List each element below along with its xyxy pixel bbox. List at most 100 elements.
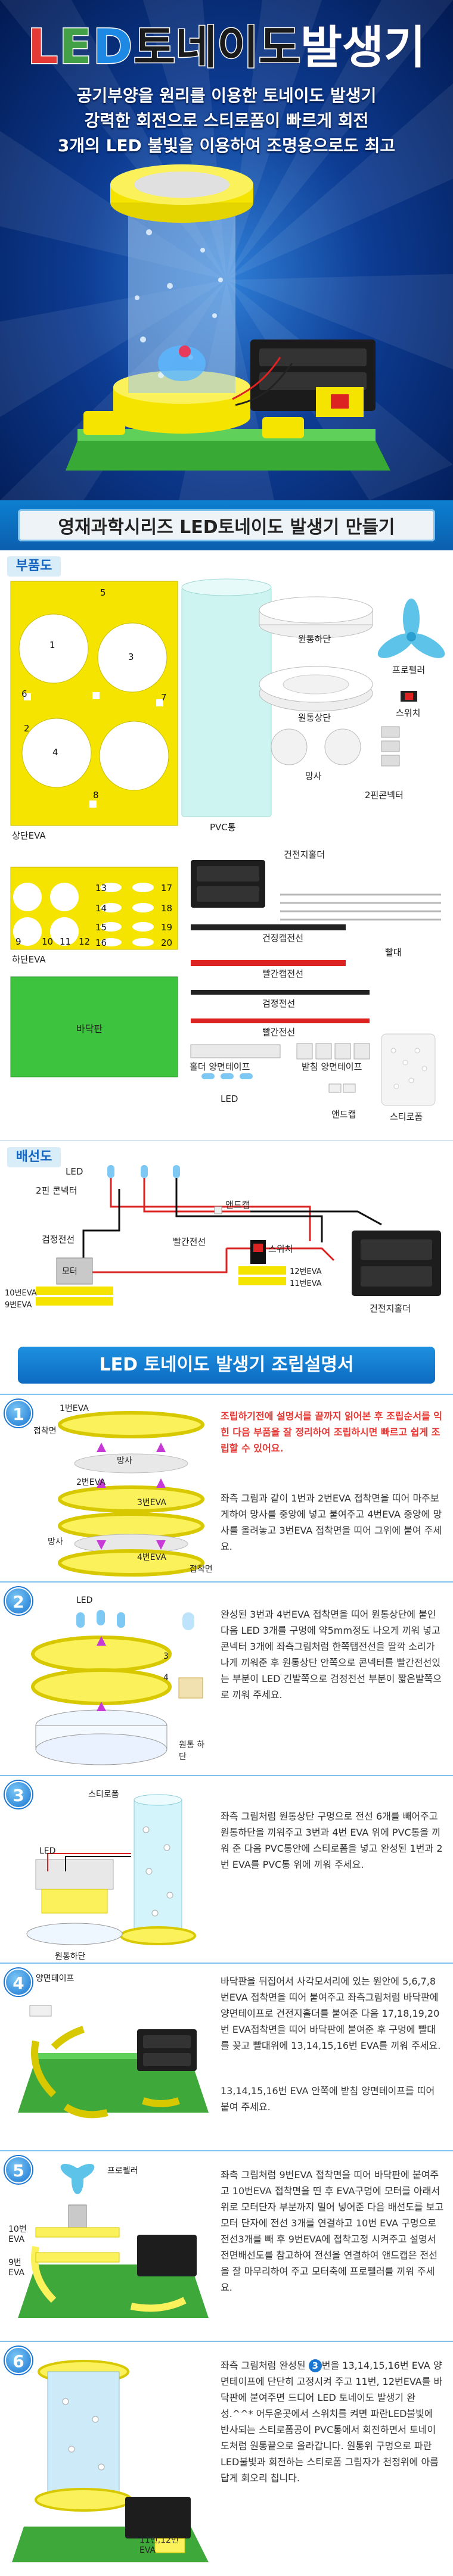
pvc-tube-label: PVC통: [210, 822, 236, 833]
mesh-parts: [271, 728, 361, 765]
base-plate-shape: [66, 441, 390, 471]
step2-illustration: [31, 1610, 203, 1765]
wiring-diagram: [36, 1165, 441, 1306]
wiring-black-wire-label: 검정전선: [42, 1234, 75, 1245]
upper-eva-number: 4: [52, 747, 58, 758]
step4-label-tape: 양면테이프: [36, 1974, 75, 1983]
hero-tagline-3: 3개의 LED 불빛을 이용하여 조명용으로도 최고: [57, 136, 396, 155]
wiring-battery-label: 건전지홀더: [370, 1303, 411, 1314]
eva9-bar: [36, 1297, 113, 1306]
hero-title-gen: 발생기: [300, 20, 426, 74]
wiring-switch-label: 스위치: [268, 1244, 293, 1254]
assembly-title-text: LED 토네이도 발생기 조립설명서: [18, 1347, 435, 1384]
step2-label-led: LED: [76, 1596, 93, 1605]
eva10-bar: [36, 1287, 113, 1295]
assembly-step-5: 5 프로펠러 10번 EVA 9번 EVA 좌측 그림처럼 9번EVA 접착면을…: [0, 2150, 453, 2341]
lower-eva-number: 9: [15, 936, 21, 947]
step5-label-prop: 프로펠러: [107, 2166, 138, 2176]
wiring-section: 배선도: [0, 1140, 453, 1337]
lower-eva-number: 14: [95, 903, 107, 914]
holder-tape-label: 홀더 양면테이프: [190, 1061, 250, 1072]
red-wire-label: 빨간전선: [262, 1027, 296, 1038]
assembly-step-4: 4 양면테이프 바닥판을 뒤집어서 사각모서리에 있는 원안에 5,6,7,8번…: [0, 1963, 453, 2150]
step4-text: 바닥판을 뒤집어서 사각모서리에 있는 원안에 5,6,7,8번EVA 접착면을…: [221, 1976, 441, 2051]
wiring-section-label: 배선도: [7, 1147, 61, 1167]
step4-text2: 13,14,15,16번 EVA 안쪽에 받침 양면테이프를 띠어 붙여 주세요…: [221, 2085, 435, 2113]
lower-eva-number: 15: [95, 922, 107, 933]
eva12-bar: [238, 1266, 286, 1275]
parts-section: 부품도: [0, 550, 453, 1140]
step5-label-eva9: 9번 EVA: [8, 2258, 25, 2278]
step1-label-eva3: 3번EVA: [137, 1498, 166, 1507]
step1-illustration: [58, 1411, 204, 1577]
step3-label-led: LED: [39, 1846, 56, 1856]
lower-eva-number: 18: [161, 903, 173, 914]
red-cap-wire-label: 빨간캡전선: [262, 968, 304, 979]
foot-right: [262, 417, 304, 438]
upper-eva-number: 2: [24, 723, 30, 734]
step-number: 2: [5, 1587, 32, 1615]
upper-eva-number: 7: [161, 692, 167, 703]
assembly-step-1: 1 1번EVA 접착면 망사 2번EVA 3번EVA 망사 4번EVA 접착면 …: [0, 1394, 453, 1581]
lower-eva-number: 20: [161, 937, 173, 948]
led-letter-d: D: [92, 18, 134, 76]
base-plate-label: 바닥판: [76, 1023, 103, 1035]
assembly-step-2: 2 LED 3 4 원통 하단 완성된 3번과 4번EVA 접착면을 띠어 원통…: [0, 1581, 453, 1775]
connector-label: 2핀콘넥터: [365, 790, 404, 800]
step5-label-eva10: 10번 EVA: [8, 2225, 27, 2244]
wiring-red-wire-label: 빨간전선: [173, 1236, 206, 1247]
assembly-title: LED 토네이도 발생기 조립설명서: [0, 1337, 453, 1394]
wiring-eva12-label: 12번EVA: [290, 1267, 322, 1276]
upper-eva-number: 3: [128, 652, 134, 662]
hero-title: LED토네이도발생기: [0, 11, 453, 76]
holder-tape-part: [190, 1044, 281, 1058]
upper-eva-sheet: [10, 581, 178, 826]
step1-text: 좌측 그림과 같이 1번과 2번EVA 접착면을 띠어 마주보게하여 망사를 중…: [221, 1493, 442, 1552]
step6-label-eva: 11번,12번 EVA: [139, 2535, 179, 2555]
step1-label-eva4: 4번EVA: [137, 1553, 166, 1562]
parts-diagram: [10, 578, 445, 1106]
step5-text: 좌측 그림처럼 9번EVA 접착면을 띠어 바닥판에 붙여주고 10번EVA 접…: [221, 2169, 444, 2293]
wiring-led-label: LED: [66, 1166, 83, 1177]
lower-eva-number: 13: [95, 883, 107, 893]
hero-title-led: LED: [27, 18, 134, 76]
step3-illustration: [26, 1794, 196, 1945]
step2-label-3: 3: [163, 1652, 169, 1661]
black-wire-label: 검정전선: [262, 998, 296, 1009]
tray-tape-part: [296, 1043, 370, 1060]
wire-parts: [191, 924, 370, 1023]
wiring-endcap-label: 앤드캡: [225, 1200, 250, 1210]
lower-holder-label: 원통하단: [298, 634, 331, 644]
pvc-tube-part: [181, 587, 272, 817]
upper-eva-number: 1: [49, 640, 55, 650]
series-banner-title: 영재과학시리즈 LED토네이도 발생기 만들기: [58, 517, 395, 538]
step6-text-pre: 좌측 그림처럼 완성된: [221, 2360, 306, 2371]
switch-label: 스위치: [396, 708, 421, 718]
upper-eva-number: 8: [93, 790, 99, 800]
base-plate-part: [10, 976, 178, 1077]
wiring-connector-label: 2핀 콘넥터: [36, 1185, 77, 1196]
assembly-step-3: 3 스티로폼 LED 원통하단 좌측 그림처럼 원통상단 구멍으로 전선 6개를…: [0, 1775, 453, 1963]
straw-label: 빨대: [385, 947, 402, 958]
upper-holder-label: 원통상단: [298, 712, 331, 723]
propeller-icon: [377, 599, 445, 658]
connector-icon: [381, 726, 400, 738]
step2-text: 완성된 3번과 4번EVA 접착면을 띠어 원통상단에 붙인 다음 LED 3개…: [221, 1609, 442, 1700]
hero-title-name: 토네이도: [133, 20, 302, 75]
styrofoam-parts: [381, 1033, 436, 1106]
upper-eva-number: 6: [21, 689, 27, 699]
wiring-led-icons: [107, 1165, 180, 1178]
step5-propeller-icon: [60, 2164, 95, 2194]
eva11-bar: [238, 1277, 286, 1285]
led-letter-e: E: [58, 18, 93, 76]
step6-circle-number: 3: [308, 2359, 322, 2372]
hero-tagline-2: 강력한 회전으로 스티로폼이 빠르게 회전: [84, 111, 369, 130]
lower-eva-number: 17: [161, 883, 173, 893]
step1-label-mesh2: 망사: [48, 1537, 63, 1547]
step4-illustration: [18, 2005, 209, 2119]
step2-label-lower: 원통 하단: [179, 1740, 205, 1762]
step2-label-4: 4: [163, 1673, 169, 1683]
upper-eva-number: 5: [100, 587, 106, 598]
